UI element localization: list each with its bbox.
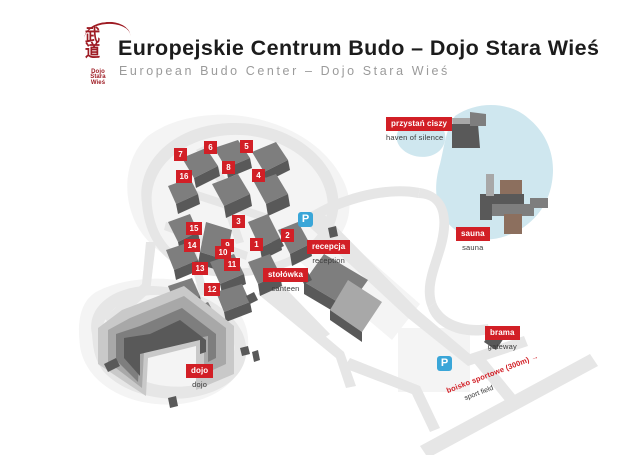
logo-kanji-bottom: 道	[85, 40, 101, 62]
building-marker-2[interactable]: 2	[281, 229, 294, 242]
map-label-gateway-pl: brama	[485, 326, 520, 340]
building-marker-3[interactable]: 3	[232, 215, 245, 228]
map-label-dojo[interactable]: dojo dojo	[186, 360, 214, 389]
building-11	[216, 284, 252, 322]
building-marker-7[interactable]: 7	[174, 148, 187, 161]
map-label-sauna-en: sauna	[462, 243, 484, 252]
building-marker-12[interactable]: 12	[204, 283, 220, 296]
logo-wordmark-line2: Stara	[90, 74, 106, 81]
sauna-building	[480, 174, 548, 234]
building-marker-10[interactable]: 10	[215, 246, 231, 259]
map-label-reception-pl: recepcja	[307, 240, 351, 254]
building-marker-15[interactable]: 15	[186, 222, 202, 235]
map-label-dojo-pl: dojo	[186, 364, 214, 378]
building-marker-5[interactable]: 5	[240, 140, 253, 153]
map-label-reception[interactable]: recepcja reception	[307, 236, 351, 265]
building-8	[212, 174, 252, 218]
haven-of-silence-building	[452, 112, 486, 148]
map-label-canteen-pl: stołówka	[263, 268, 309, 282]
map-graphic: .rd { fill:#e6e6e6; } .gnd { fill:#f4f4f…	[78, 104, 598, 455]
building-marker-1[interactable]: 1	[250, 238, 263, 251]
map-label-canteen-en: canteen	[271, 284, 300, 293]
dojo-stara-wies-logo: 武 道 Dojo Stara Wieś	[76, 20, 131, 86]
logo-kanji-top: 武	[85, 24, 101, 46]
site-map: .rd { fill:#e6e6e6; } .gnd { fill:#f4f4f…	[0, 96, 643, 455]
logo-wordmark-line3: Wieś	[90, 79, 106, 86]
building-marker-11[interactable]: 11	[224, 258, 240, 271]
map-label-haven-of-silence-pl: przystań ciszy	[386, 117, 453, 131]
map-label-gateway-en: gateway	[487, 342, 517, 351]
building-marker-13[interactable]: 13	[192, 262, 208, 275]
building-marker-8[interactable]: 8	[222, 161, 235, 174]
map-label-sauna-pl: sauna	[456, 227, 490, 241]
map-label-reception-en: reception	[312, 256, 345, 265]
logo-wordmark: Dojo Stara Wieś	[77, 69, 119, 86]
map-label-haven-of-silence-en: haven of silence	[386, 133, 444, 142]
logo-wordmark-line1: Dojo	[91, 69, 105, 75]
parking-icon-north[interactable]: P	[298, 212, 313, 227]
logo-kanji-icon: 武 道	[76, 26, 120, 70]
building-marker-6[interactable]: 6	[204, 141, 217, 154]
building-marker-16[interactable]: 16	[176, 170, 192, 183]
map-label-canteen[interactable]: stołówka canteen	[263, 264, 309, 293]
building-16	[168, 178, 200, 214]
page-subtitle: European Budo Center – Dojo Stara Wieś	[119, 64, 450, 78]
building-marker-4[interactable]: 4	[252, 169, 265, 182]
page-title: Europejskie Centrum Budo – Dojo Stara Wi…	[118, 36, 600, 60]
page-header: 武 道 Dojo Stara Wieś Europejskie Centrum …	[0, 0, 643, 96]
map-label-sauna[interactable]: sauna sauna	[456, 223, 490, 252]
map-label-haven-of-silence[interactable]: przystań ciszy haven of silence	[386, 113, 453, 142]
parking-icon-south[interactable]: P	[437, 356, 452, 371]
building-marker-14[interactable]: 14	[184, 239, 200, 252]
reception-building	[304, 254, 382, 342]
map-label-gateway[interactable]: brama gateway	[485, 322, 520, 351]
map-label-dojo-en: dojo	[192, 380, 208, 389]
